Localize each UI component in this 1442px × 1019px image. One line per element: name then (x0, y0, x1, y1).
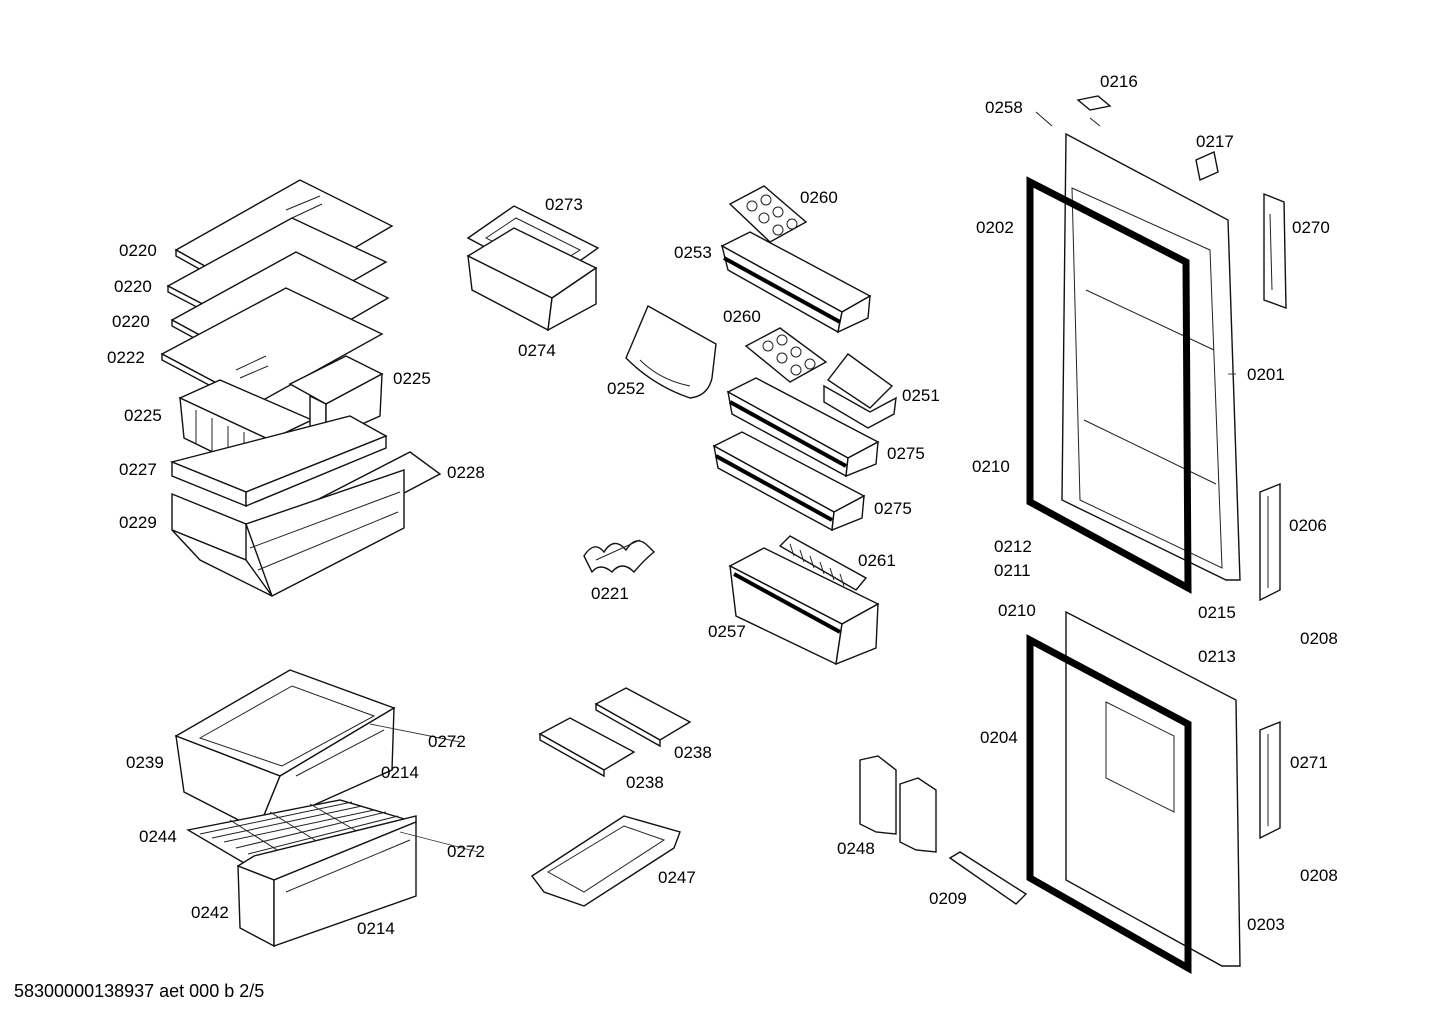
strip-0209 (948, 851, 1028, 905)
part-label-0211: 0211 (994, 561, 1031, 580)
door-bin-0275-upper (726, 377, 880, 478)
part-label-0220: 0220 (114, 277, 152, 296)
part-label-0270: 0270 (1292, 218, 1330, 237)
divider-0252 (625, 305, 717, 399)
part-label-0274: 0274 (518, 341, 556, 360)
upper-door-0201 (1061, 132, 1241, 581)
part-label-0204: 0204 (980, 728, 1018, 747)
egg-tray-top-0260 (728, 185, 808, 243)
part-label-0215: 0215 (1198, 603, 1236, 622)
bottle-bin-0257 (728, 547, 880, 666)
panel-0270 (1263, 192, 1287, 310)
drawer-0242 (236, 815, 417, 948)
part-label-0239: 0239 (126, 753, 164, 772)
egg-rack-0221 (583, 539, 656, 574)
door-bin-0253 (720, 231, 872, 334)
part-label-0217: 0217 (1196, 132, 1234, 151)
part-label-0228: 0228 (447, 463, 485, 482)
hinge-0206 (1259, 482, 1281, 602)
part-label-0225: 0225 (393, 369, 431, 388)
part-label-0260: 0260 (800, 188, 838, 207)
part-label-0214: 0214 (357, 919, 395, 938)
part-label-0242: 0242 (191, 903, 229, 922)
cold-pack-left-0248 (859, 755, 897, 835)
butter-box-0251 (823, 353, 897, 429)
part-label-0210: 0210 (998, 601, 1036, 620)
part-label-0210: 0210 (972, 457, 1010, 476)
part-label-0220: 0220 (112, 312, 150, 331)
tray-0247 (530, 815, 681, 907)
crisper-cover-frame (169, 415, 388, 508)
door-bin-0275-lower (712, 431, 866, 532)
part-label-0238: 0238 (674, 743, 712, 762)
part-label-0216: 0216 (1100, 72, 1138, 91)
part-label-0258: 0258 (985, 98, 1023, 117)
upper-door-seal-0202 (1026, 176, 1192, 594)
part-label-0227: 0227 (119, 460, 157, 479)
part-0216 (1076, 95, 1112, 127)
cap-0217 (1195, 151, 1219, 181)
part-label-0275: 0275 (874, 499, 912, 518)
bottle-divider-0261 (778, 535, 868, 591)
part-label-0214: 0214 (381, 763, 419, 782)
part-label-0212: 0212 (994, 537, 1032, 556)
part-label-0273: 0273 (545, 195, 583, 214)
part-label-0272: 0272 (447, 842, 485, 861)
lower-door-seal-0204 (1026, 634, 1192, 975)
part-label-0229: 0229 (119, 513, 157, 532)
crisper-base-0229 (171, 469, 405, 597)
part-label-0203: 0203 (1247, 915, 1285, 934)
lower-door-0203 (1065, 610, 1241, 967)
cold-pack-right-0248 (899, 777, 937, 853)
part-label-0253: 0253 (674, 243, 712, 262)
part-label-0260: 0260 (723, 307, 761, 326)
part-label-0248: 0248 (837, 839, 875, 858)
part-label-0201: 0201 (1247, 365, 1285, 384)
part-label-0220: 0220 (119, 241, 157, 260)
part-label-0251: 0251 (902, 386, 940, 405)
part-label-0272: 0272 (428, 732, 466, 751)
part-label-0221: 0221 (591, 584, 629, 603)
box-0274 (466, 227, 598, 332)
ice-tray-upper-0238 (594, 687, 692, 748)
part-label-0206: 0206 (1289, 516, 1327, 535)
part-label-0247: 0247 (658, 868, 696, 887)
part-label-0271: 0271 (1290, 753, 1328, 772)
part-label-0275: 0275 (887, 444, 925, 463)
hinge-0271 (1259, 720, 1281, 840)
part-label-0202: 0202 (976, 218, 1014, 237)
part-label-0209: 0209 (929, 889, 967, 908)
part-label-0213: 0213 (1198, 647, 1236, 666)
part-label-0244: 0244 (139, 827, 177, 846)
ice-tray-lower-0238 (538, 717, 636, 778)
part-label-0261: 0261 (858, 551, 896, 570)
part-label-0208: 0208 (1300, 629, 1338, 648)
egg-tray-mid-0260 (744, 327, 828, 383)
part-label-0208: 0208 (1300, 866, 1338, 885)
leader-lines (369, 373, 1236, 853)
part-0258 (1035, 111, 1053, 127)
part-label-0222: 0222 (107, 348, 145, 367)
part-label-0225: 0225 (124, 406, 162, 425)
drawer-0239 (174, 669, 396, 832)
part-label-0238: 0238 (626, 773, 664, 792)
document-number: 58300000138937 aet 000 b 2/5 (14, 981, 265, 1001)
part-label-0257: 0257 (708, 622, 746, 641)
part-label-0252: 0252 (607, 379, 645, 398)
